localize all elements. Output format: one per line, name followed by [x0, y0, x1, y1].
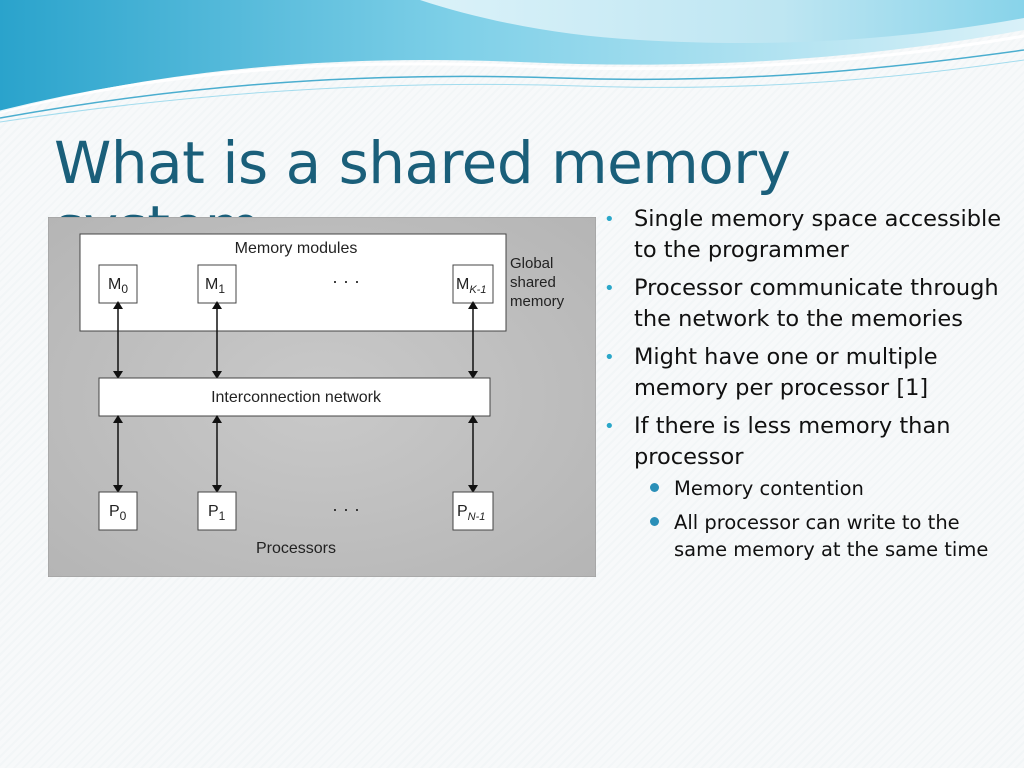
processor-p1: P1: [197, 491, 237, 531]
svg-text:PN-1: PN-1: [457, 503, 485, 523]
bullet-item: • If there is less memory than processor…: [604, 411, 1004, 564]
memory-modules-label: Memory modules: [235, 240, 358, 257]
memory-ellipsis: · · ·: [332, 271, 360, 291]
svg-text:M1: M1: [205, 276, 225, 296]
sub-bullet-item: Memory contention: [634, 475, 1004, 503]
processors-label: Processors: [256, 540, 336, 557]
sub-bullet-item: All processor can write to the same memo…: [634, 509, 1004, 564]
processor-p0: P0: [98, 491, 138, 531]
memory-module-mk-1: MK-1: [452, 264, 494, 304]
memory-module-m0: M0: [98, 264, 138, 304]
bullet-dot-icon: •: [604, 347, 615, 368]
svg-text:P0: P0: [109, 503, 127, 523]
bullet-item: • Processor communicate through the netw…: [604, 273, 1004, 335]
shared-memory-diagram: Memory modules M0 M1 · · · MK-1 Global s…: [48, 217, 596, 577]
global-shared-memory-line2: shared: [510, 274, 556, 291]
bullet-text: Single memory space accessible to the pr…: [634, 206, 1002, 263]
filled-circle-icon: [650, 516, 659, 526]
sub-bullet-text: Memory contention: [674, 477, 864, 500]
svg-text:P1: P1: [208, 503, 226, 523]
bullet-list: • Single memory space accessible to the …: [604, 204, 1004, 571]
sub-bullet-list: Memory contention All processor can writ…: [634, 475, 1004, 564]
sub-bullet-text: All processor can write to the same memo…: [674, 510, 989, 562]
bullet-item: • Might have one or multiple memory per …: [604, 342, 1004, 404]
filled-circle-icon: [650, 483, 659, 492]
processor-ellipsis: · · ·: [332, 499, 360, 519]
processor-pn-1: PN-1: [452, 491, 494, 531]
bullet-item: • Single memory space accessible to the …: [604, 204, 1004, 266]
interconnection-network-box: [98, 377, 491, 417]
global-shared-memory-line3: memory: [510, 293, 565, 310]
bullet-text: Processor communicate through the networ…: [634, 275, 999, 332]
bullet-text: If there is less memory than processor: [634, 413, 951, 470]
global-shared-memory-line1: Global: [510, 255, 553, 272]
bullet-dot-icon: •: [604, 278, 615, 299]
svg-text:M0: M0: [108, 276, 128, 296]
memory-module-m1: M1: [197, 264, 237, 304]
bullet-dot-icon: •: [604, 416, 615, 437]
header-wave-decoration: [0, 0, 1024, 123]
svg-text:MK-1: MK-1: [456, 276, 486, 296]
memory-modules-box: [79, 233, 507, 332]
bullet-dot-icon: •: [604, 209, 615, 230]
interconnection-network-label: Interconnection network: [211, 389, 382, 406]
bullet-text: Might have one or multiple memory per pr…: [634, 344, 938, 401]
